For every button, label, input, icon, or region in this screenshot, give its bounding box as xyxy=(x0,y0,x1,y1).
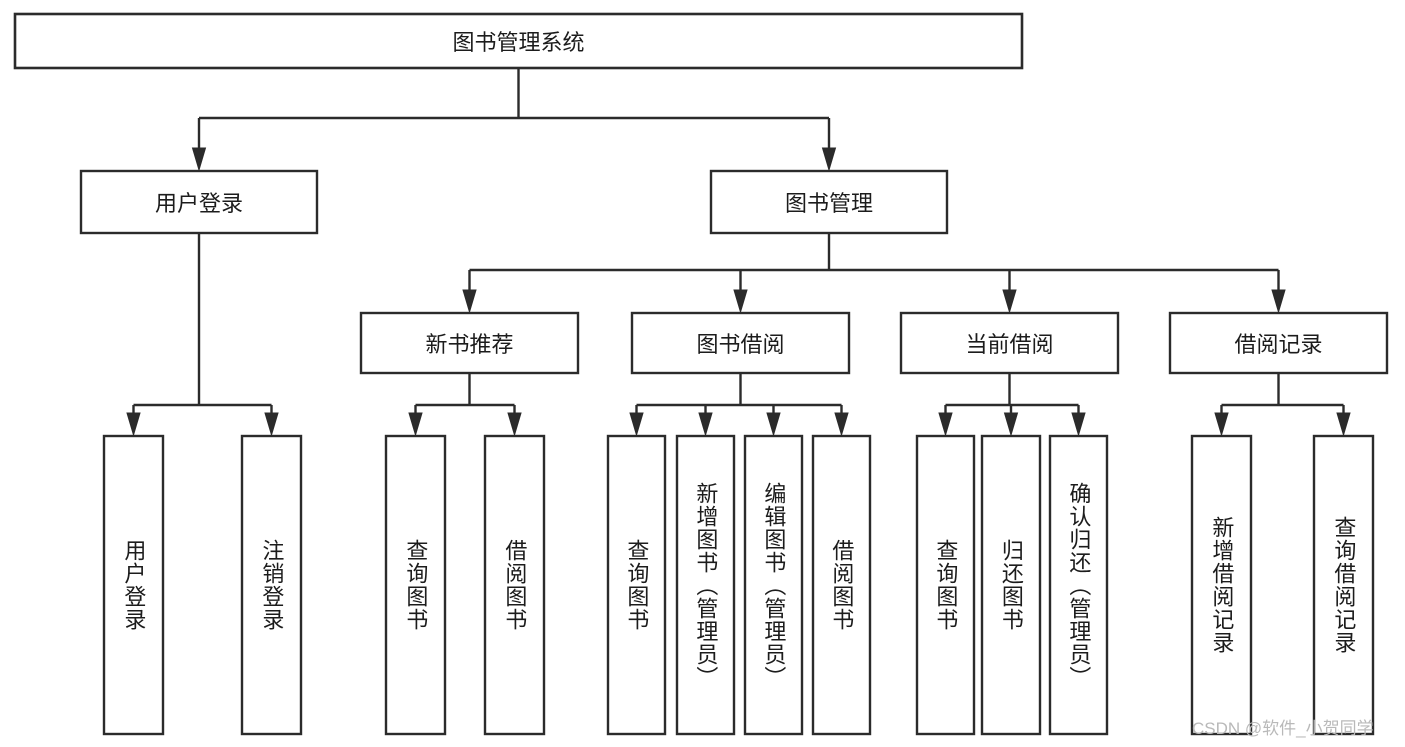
node-box-leaf-confirm-return[interactable] xyxy=(1048,434,1109,736)
arrowhead-icon xyxy=(1071,412,1086,437)
node-box-leaf-query-book-2[interactable] xyxy=(606,434,667,736)
node-box-leaf-add-book[interactable] xyxy=(675,434,736,736)
arrowhead-icon xyxy=(698,412,713,437)
node-box-root[interactable] xyxy=(13,12,1024,70)
node-box-leaf-borrow-book-2[interactable] xyxy=(811,434,872,736)
arrowhead-icon xyxy=(462,289,477,314)
node-box-leaf-query-record[interactable] xyxy=(1312,434,1375,736)
arrowhead-icon xyxy=(408,412,423,437)
node-box-leaf-query-book-1[interactable] xyxy=(384,434,447,736)
node-box-leaf-edit-book[interactable] xyxy=(743,434,804,736)
arrowhead-icon xyxy=(629,412,644,437)
connector-group-borrow-record xyxy=(1214,373,1351,437)
connector-group-new-book-rec xyxy=(408,373,522,437)
node-box-leaf-add-record[interactable] xyxy=(1190,434,1253,736)
node-box-borrow-record[interactable] xyxy=(1168,311,1389,375)
arrowhead-icon xyxy=(1214,412,1229,437)
node-box-user-login[interactable] xyxy=(79,169,319,235)
arrowhead-icon xyxy=(821,147,837,172)
connector-group-root xyxy=(191,68,837,172)
arrowhead-icon xyxy=(834,412,849,437)
arrowhead-icon xyxy=(938,412,953,437)
node-box-new-book-rec[interactable] xyxy=(359,311,580,375)
arrowhead-icon xyxy=(264,412,279,437)
connector-group-book-borrow xyxy=(629,373,849,437)
node-box-leaf-return-book[interactable] xyxy=(980,434,1042,736)
arrowhead-icon xyxy=(126,412,141,437)
arrowhead-icon xyxy=(766,412,781,437)
node-box-leaf-query-book-3[interactable] xyxy=(915,434,976,736)
arrowhead-icon xyxy=(507,412,522,437)
connector-group-current-borrow xyxy=(938,373,1086,437)
connector-group-book-manage xyxy=(462,233,1286,314)
arrowhead-icon xyxy=(1002,289,1017,314)
arrowhead-icon xyxy=(733,289,748,314)
arrowhead-icon xyxy=(191,147,207,172)
arrowhead-icon xyxy=(1003,412,1019,437)
node-box-leaf-borrow-book-1[interactable] xyxy=(483,434,546,736)
node-box-current-borrow[interactable] xyxy=(899,311,1120,375)
arrowhead-icon xyxy=(1336,412,1351,437)
node-box-book-borrow[interactable] xyxy=(630,311,851,375)
node-box-leaf-logout[interactable] xyxy=(240,434,303,736)
arrowhead-icon xyxy=(1271,289,1286,314)
node-box-leaf-user-login[interactable] xyxy=(102,434,165,736)
connector-group-user-login xyxy=(126,233,279,437)
node-box-book-manage[interactable] xyxy=(709,169,949,235)
